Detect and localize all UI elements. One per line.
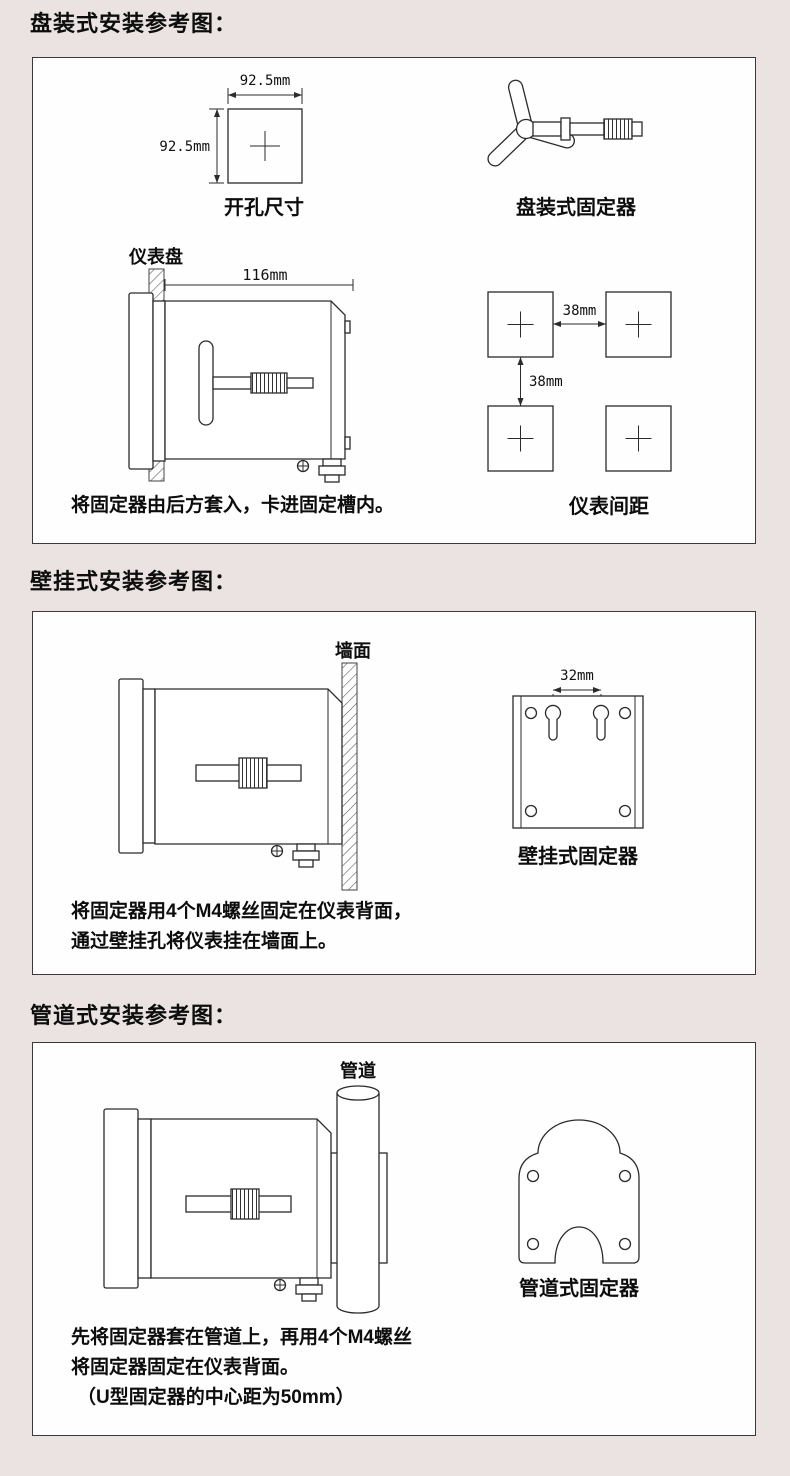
instrument-side-view	[128, 292, 351, 483]
hole-width-dim: 92.5mm	[240, 73, 291, 89]
wall-section-box: 墙面 32mm	[32, 611, 756, 975]
spacing-drawing: 38mm 38mm	[487, 291, 672, 472]
wall-cross-section	[341, 662, 358, 891]
spacing-dim-vertical: 38mm	[517, 357, 563, 406]
pipe-section-box: 管道	[32, 1042, 756, 1436]
panel-mount-drawing: 仪表盘 116mm	[128, 246, 354, 483]
u-clamp-plate	[518, 1119, 640, 1264]
bracket-hole-dim: 32mm	[560, 668, 594, 684]
hole-dimension-left: 92.5mm	[159, 108, 224, 184]
wall-surface-label: 墙面	[335, 640, 371, 661]
pipe-caption-line3: （U型固定器的中心距为50mm）	[77, 1387, 355, 1408]
instrument-side-view	[103, 1108, 332, 1302]
bracket-plate	[512, 695, 644, 829]
panel-wall-label: 仪表盘	[128, 246, 183, 267]
hole-size-drawing: 92.5mm 92.5mm	[159, 73, 303, 184]
wall-caption-line2: 通过壁挂孔将仪表挂在墙面上。	[71, 931, 338, 952]
pipe-caption-line2: 将固定器固定在仪表背面。	[71, 1357, 300, 1378]
hole-height-dim: 92.5mm	[159, 139, 210, 155]
width-dimension: 116mm	[164, 266, 354, 291]
panel-mount-caption: 将固定器由后方套入，卡进固定槽内。	[71, 495, 395, 516]
spacing-label: 仪表间距	[569, 496, 649, 518]
pipe-cylinder	[336, 1085, 380, 1314]
wall-section-title: 壁挂式安装参考图：	[30, 569, 238, 594]
panel-fixer-drawing	[487, 79, 643, 167]
wall-mount-drawing: 墙面	[118, 640, 371, 891]
spacing-dim-horizontal: 38mm	[553, 303, 606, 327]
fixer-shaft	[532, 117, 643, 141]
pipe-section-title: 管道式安装参考图：	[30, 1003, 238, 1028]
panel-section-title: 盘装式安装参考图：	[30, 11, 238, 36]
bracket-dimension: 32mm	[552, 668, 602, 711]
panel-fixer-label: 盘装式固定器	[516, 197, 636, 219]
spacing-h-dim: 38mm	[563, 303, 597, 319]
instrument-depth-dim: 116mm	[242, 266, 287, 284]
hole-dimension-top: 92.5mm	[227, 73, 303, 104]
instrument-side-view	[118, 678, 343, 868]
wall-fixer-label: 壁挂式固定器	[518, 846, 638, 868]
pipe-label: 管道	[340, 1060, 376, 1081]
pipe-fixer-drawing	[518, 1119, 640, 1264]
wall-caption-line1: 将固定器用4个M4螺丝固定在仪表背面，	[71, 901, 412, 922]
spacing-v-dim: 38mm	[529, 374, 563, 390]
cutout-square	[227, 108, 303, 184]
hole-size-label: 开孔尺寸	[224, 197, 304, 219]
wall-fixer-drawing: 32mm	[512, 668, 644, 829]
panel-section-box: 92.5mm 92.5mm 开孔尺寸	[32, 57, 756, 544]
pipe-caption-line1: 先将固定器套在管道上，再用4个M4螺丝	[71, 1327, 412, 1348]
pipe-mount-drawing: 管道	[103, 1060, 388, 1314]
pipe-fixer-label: 管道式固定器	[519, 1278, 639, 1300]
